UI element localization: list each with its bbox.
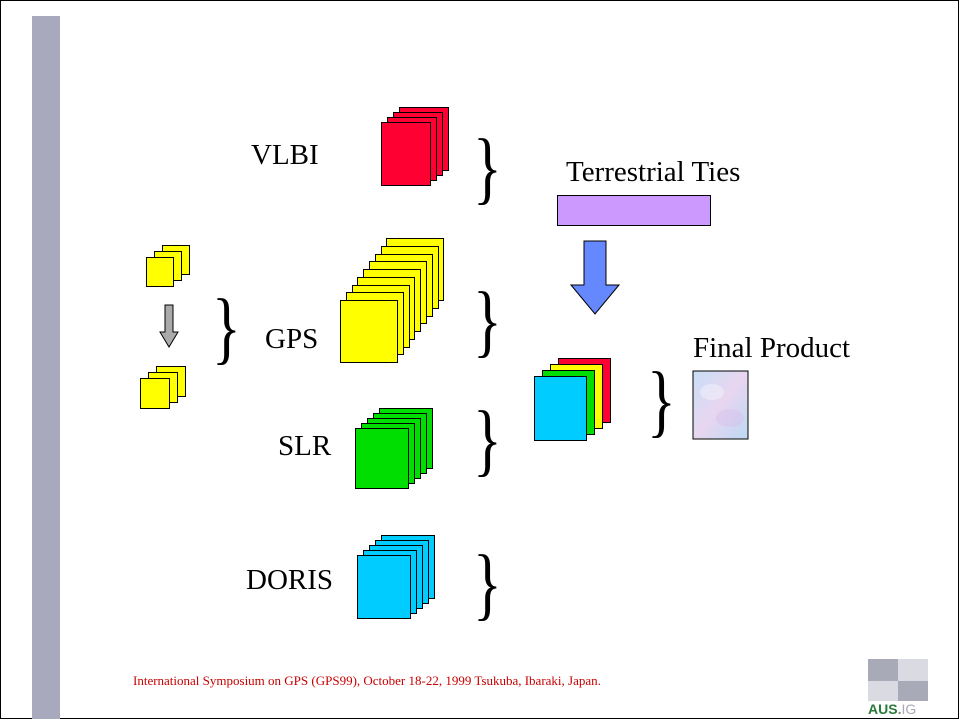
- small-gps-brace: }: [212, 284, 241, 372]
- doris-brace: }: [473, 540, 502, 628]
- small-gps-stack-top: [146, 245, 190, 287]
- vlbi-label: VLBI: [251, 139, 319, 171]
- vlbi-brace: }: [473, 124, 502, 212]
- stack-sheet: [355, 428, 409, 489]
- combination-brace: }: [647, 357, 676, 445]
- logo-ig-text: IG: [901, 701, 917, 717]
- terrestrial-ties-label: Terrestrial Ties: [566, 156, 741, 188]
- stack-sheet: [140, 378, 170, 409]
- slr-stack: [355, 408, 433, 489]
- terrestrial-ties-bar: [557, 195, 711, 226]
- final-product-label: Final Product: [693, 332, 851, 364]
- gps-stack: [340, 238, 445, 363]
- combined-stack: [534, 358, 611, 441]
- gps-brace: }: [473, 277, 502, 365]
- stack-sheet: [357, 555, 411, 619]
- slr-label: SLR: [278, 430, 332, 462]
- small-down-arrow-icon: [159, 304, 179, 348]
- sidebar-bar: [32, 16, 60, 719]
- stack-sheet: [381, 122, 431, 186]
- logo-aus-text: AUS: [868, 701, 898, 717]
- aus-ig-logo: AUS.IG: [866, 657, 932, 717]
- doris-label: DORIS: [246, 564, 334, 596]
- stack-sheet: [146, 257, 174, 287]
- vlbi-stack: [381, 107, 449, 186]
- stack-sheet: [340, 299, 398, 363]
- final-product-sheet: [692, 370, 749, 440]
- small-gps-stack-bottom: [140, 366, 186, 409]
- doris-stack: [357, 535, 435, 619]
- down-arrow-icon: [570, 240, 620, 315]
- gps-label: GPS: [265, 323, 319, 355]
- footer-text: International Symposium on GPS (GPS99), …: [133, 673, 601, 688]
- stack-sheet: [534, 376, 587, 441]
- slr-brace: }: [473, 396, 502, 484]
